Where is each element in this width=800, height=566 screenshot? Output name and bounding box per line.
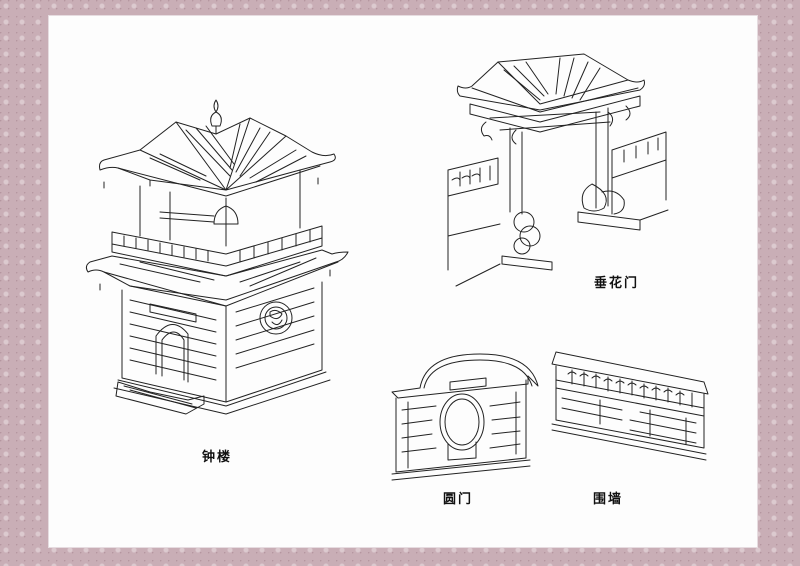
enclosure-wall-drawing [551, 351, 709, 461]
moon-gate-drawing [391, 353, 539, 481]
enclosure-wall-label: 围墙 [593, 492, 624, 507]
bell-tower-drawing [85, 99, 349, 415]
floral-gate-label: 垂花门 [594, 276, 640, 291]
floral-gate-drawing [447, 53, 669, 287]
bell-tower-label: 钟楼 [202, 450, 233, 465]
moon-gate-label: 圆门 [443, 492, 474, 507]
